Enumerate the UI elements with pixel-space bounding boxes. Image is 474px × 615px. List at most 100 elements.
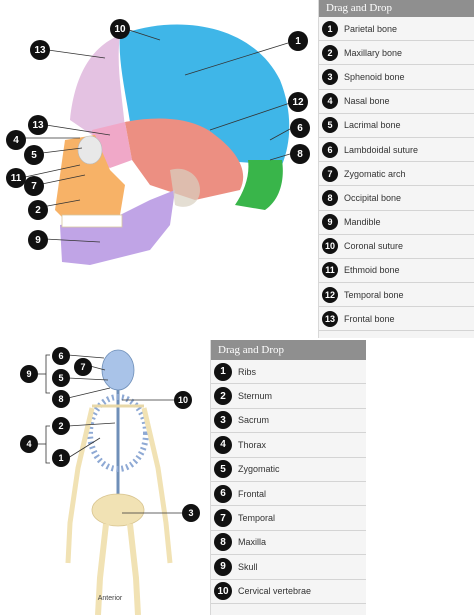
option-label: Thorax xyxy=(238,439,267,450)
mandible-region xyxy=(60,190,175,265)
option-number: 8 xyxy=(322,189,338,206)
skull-diagram xyxy=(0,10,318,275)
option-number: 2 xyxy=(322,44,338,61)
skull-marker[interactable]: 13 xyxy=(28,115,48,135)
ear-region xyxy=(170,168,200,207)
skull-marker[interactable]: 8 xyxy=(290,144,310,164)
option-ethmoid-bone[interactable]: 11 Ethmoid bone xyxy=(319,258,474,284)
option-parietal-bone[interactable]: 1 Parietal bone xyxy=(319,17,474,42)
option-number: 10 xyxy=(322,238,338,255)
skeleton-marker[interactable]: 5 xyxy=(52,369,70,387)
option-number: 1 xyxy=(322,20,338,37)
skull-marker[interactable]: 11 xyxy=(6,168,26,188)
frontal-region xyxy=(70,35,125,135)
option-number: 13 xyxy=(322,310,338,327)
option-label: Zygomatic arch xyxy=(344,168,406,179)
skull-marker[interactable]: 12 xyxy=(288,92,308,112)
option-label: Coronal suture xyxy=(344,241,404,252)
ribcage xyxy=(87,394,149,472)
right-arm xyxy=(141,407,173,564)
bracket-lines xyxy=(38,354,50,464)
skeleton-caption: Anterior xyxy=(98,595,123,602)
option-number: 7 xyxy=(214,509,232,528)
skeleton-marker[interactable]: 6 xyxy=(52,347,70,365)
temporal-region xyxy=(125,118,244,200)
skull-marker[interactable]: 4 xyxy=(6,130,26,150)
option-number: 5 xyxy=(322,117,338,134)
skull-marker[interactable]: 5 xyxy=(24,145,44,165)
option-label: Temporal xyxy=(238,513,276,524)
skeleton-marker[interactable]: 8 xyxy=(52,390,70,408)
skeleton-panel: Anterior 6 7 9 5 8 10 2 4 1 3 Drag and D… xyxy=(0,338,474,615)
skeleton-marker[interactable]: 4 xyxy=(20,435,38,453)
option-number: 2 xyxy=(214,387,232,406)
option-coronal-suture[interactable]: 10 Coronal suture xyxy=(319,234,474,259)
skeleton-marker[interactable]: 10 xyxy=(174,391,192,409)
option-label: Sphenoid bone xyxy=(344,71,405,82)
skeleton-marker[interactable]: 2 xyxy=(52,417,70,435)
option-temporal[interactable]: 7 Temporal xyxy=(211,506,366,531)
option-label: Parietal bone xyxy=(344,23,398,34)
left-arm xyxy=(65,407,95,564)
option-label: Zygomatic xyxy=(238,464,280,475)
option-number: 12 xyxy=(322,286,338,303)
skeleton-marker[interactable]: 7 xyxy=(74,358,92,376)
skull-marker[interactable]: 1 xyxy=(288,31,308,51)
skull-marker[interactable]: 6 xyxy=(290,118,310,138)
option-mandible[interactable]: 9 Mandible xyxy=(319,210,474,235)
option-number: 6 xyxy=(214,484,232,503)
option-label: Frontal xyxy=(238,488,267,499)
option-label: Skull xyxy=(238,561,258,572)
skeleton-marker[interactable]: 1 xyxy=(52,449,70,467)
skeleton-marker[interactable]: 9 xyxy=(20,365,38,383)
option-label: Ethmoid bone xyxy=(344,265,400,276)
skull-marker[interactable]: 13 xyxy=(30,40,50,60)
option-frontal-bone[interactable]: 13 Frontal bone xyxy=(319,307,474,332)
option-sphenoid-bone[interactable]: 3 Sphenoid bone xyxy=(319,65,474,90)
option-label: Frontal bone xyxy=(344,313,395,324)
skeleton-diagram: Anterior xyxy=(10,338,210,615)
option-label: Mandible xyxy=(344,217,381,228)
option-number: 9 xyxy=(322,214,338,231)
occipital-region xyxy=(235,160,283,210)
option-label: Nasal bone xyxy=(344,96,390,107)
option-number: 10 xyxy=(214,582,232,601)
skull-illustration xyxy=(24,24,291,265)
skeleton-marker[interactable]: 3 xyxy=(182,504,200,522)
skeleton-illustration: Anterior xyxy=(38,349,182,615)
skull-marker[interactable]: 9 xyxy=(28,230,48,250)
skeleton-leader-lines xyxy=(67,354,182,514)
option-label: Occipital bone xyxy=(344,192,402,203)
option-number: 3 xyxy=(322,68,338,85)
bank-title: Drag and Drop xyxy=(319,0,474,17)
option-number: 11 xyxy=(322,262,338,279)
option-label: Sacrum xyxy=(238,415,270,426)
option-occipital-bone[interactable]: 8 Occipital bone xyxy=(319,186,474,211)
bank-title: Drag and Drop xyxy=(211,340,366,360)
option-number: 8 xyxy=(214,533,232,552)
skull-marker[interactable]: 7 xyxy=(24,176,44,196)
teeth xyxy=(61,214,123,228)
skull-marker[interactable]: 2 xyxy=(28,200,48,220)
option-label: Sternum xyxy=(238,391,273,402)
skull-leader-lines xyxy=(24,28,291,243)
option-label: Ribs xyxy=(238,366,257,377)
option-frontal[interactable]: 6 Frontal xyxy=(211,481,366,507)
skull-marker[interactable]: 10 xyxy=(110,19,130,39)
parietal-region xyxy=(119,24,290,166)
option-sternum[interactable]: 2 Sternum xyxy=(211,384,366,409)
